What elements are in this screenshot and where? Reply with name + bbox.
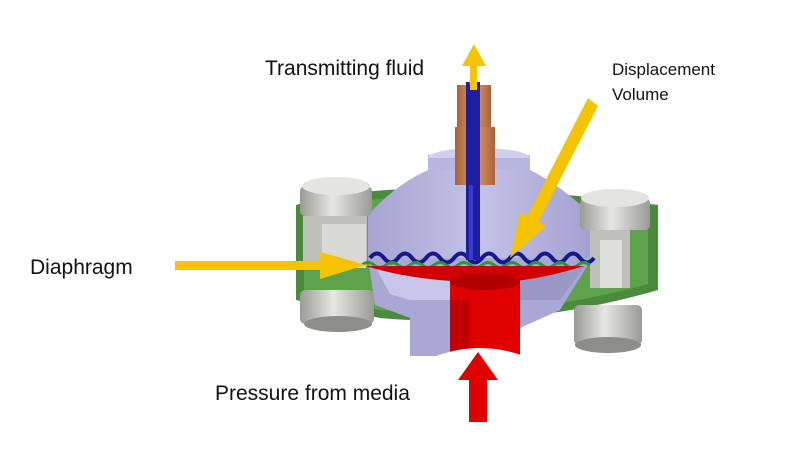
media-chamber	[366, 266, 584, 356]
left-bolt	[300, 177, 374, 332]
diaphragm-label: Diaphragm	[30, 256, 133, 279]
displacement-volume	[368, 251, 596, 265]
pressure-from-media-label: Pressure from media	[215, 382, 410, 405]
displacement-volume-label: Displacement Volume	[612, 57, 715, 107]
displacement-volume-arrow	[510, 98, 598, 258]
media-port-bore	[436, 348, 524, 360]
transmitting-fluid-label: Transmitting fluid	[265, 57, 425, 80]
displacement-label-line2: Volume	[612, 85, 669, 104]
right-bolt	[574, 189, 650, 353]
displacement-label-line1: Displacement	[612, 60, 715, 79]
capillary-fitting	[455, 85, 495, 185]
transmitting-fluid-arrow	[462, 44, 486, 90]
pressure-arrow	[458, 352, 498, 422]
diaphragm-arrow	[175, 252, 366, 279]
